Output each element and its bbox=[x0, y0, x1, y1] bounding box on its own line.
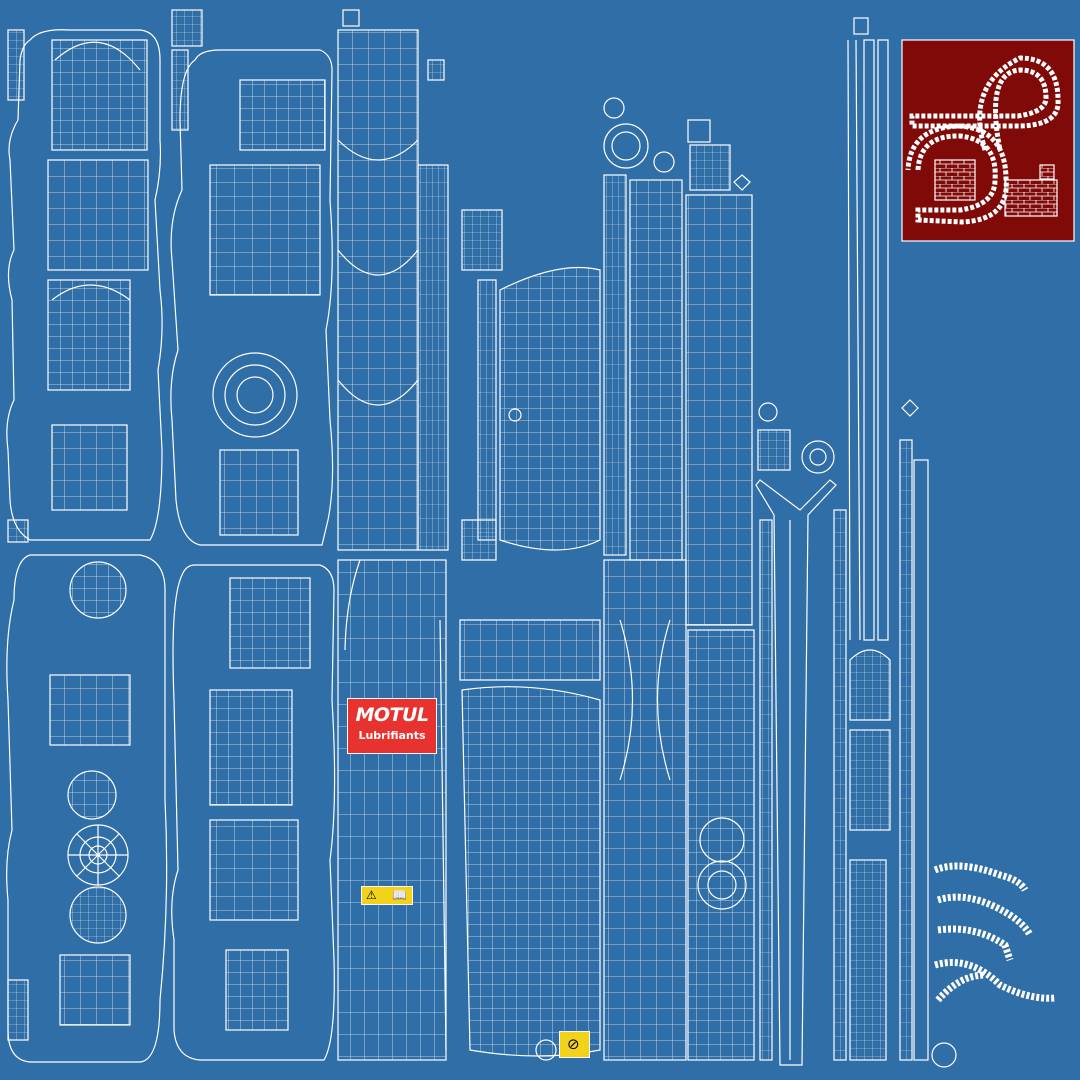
warning-decal-small: ⊘ bbox=[559, 1031, 590, 1058]
uv-island-column-6 bbox=[755, 17, 957, 1068]
warning-decal: ⚠ 📖 bbox=[361, 886, 413, 905]
manual-book-icon: 📖 bbox=[392, 888, 407, 902]
check-circle-icon: ⊘ bbox=[567, 1035, 580, 1053]
uv-island-column-2 bbox=[170, 9, 336, 1061]
motul-subtitle-text: Lubrifiants bbox=[358, 729, 426, 742]
warning-triangle-icon: ⚠ bbox=[366, 888, 377, 902]
motul-brand-text: MOTUL bbox=[355, 704, 429, 726]
uv-island-column-4 bbox=[459, 209, 601, 1061]
uv-island-column-1 bbox=[6, 29, 168, 1063]
uv-island-column-5 bbox=[603, 97, 755, 1061]
texture-inset-panel bbox=[901, 39, 1075, 242]
uv-island-column-3 bbox=[337, 9, 449, 1061]
motul-lubrifiants-decal: MOTUL Lubrifiants bbox=[347, 698, 437, 754]
uv-island-tread-chains bbox=[933, 862, 1056, 1003]
